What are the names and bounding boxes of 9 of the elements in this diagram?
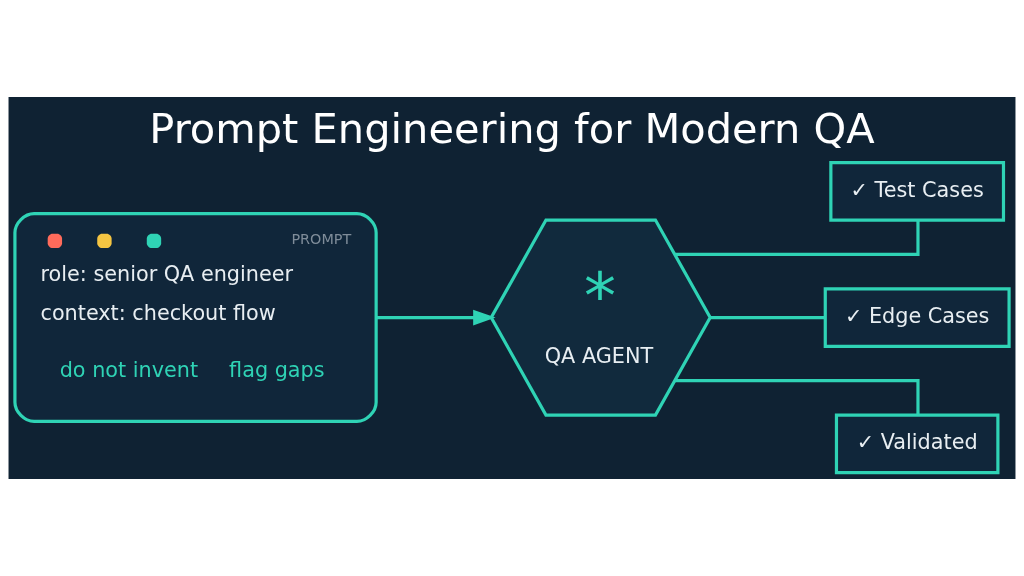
node-box: PROMPT role: senior QA engineer context: checkout flow do not invent flag gaps <box>13 212 378 424</box>
node-box: ✓ Test Cases <box>829 160 1006 222</box>
arrow <box>376 309 496 326</box>
node-box: ✓ Validated <box>834 413 1000 475</box>
node-box: ✓ Edge Cases <box>823 287 1011 348</box>
connector <box>675 379 920 415</box>
diagram-title: Prompt Engineering for Modern QA <box>149 104 875 154</box>
connector <box>675 220 920 257</box>
connector <box>710 315 825 320</box>
